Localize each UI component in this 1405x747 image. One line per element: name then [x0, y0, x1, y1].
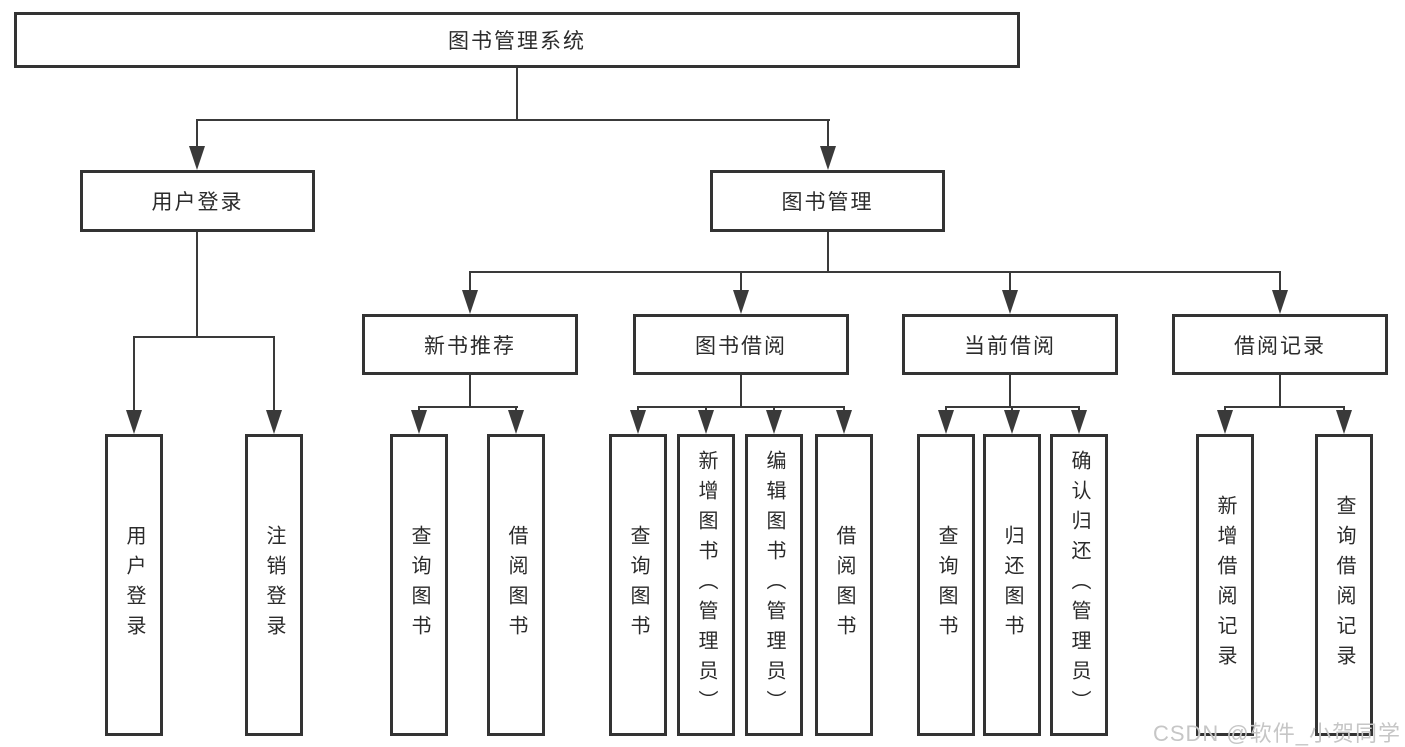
- connector-line: [637, 406, 845, 408]
- connector-line: [516, 68, 518, 121]
- leaf-query-books-recommend: 查询图书: [390, 434, 448, 736]
- arrowhead-down-icon: [462, 290, 478, 314]
- leaf-logout: 注销登录: [245, 434, 303, 736]
- connector-line: [1343, 406, 1345, 412]
- connector-line: [1279, 375, 1281, 408]
- node-current-borrowing: 当前借阅: [902, 314, 1118, 375]
- connector-line: [469, 375, 471, 408]
- connector-line: [133, 336, 275, 338]
- arrowhead-down-icon: [1071, 410, 1087, 434]
- arrowhead-down-icon: [1002, 290, 1018, 314]
- connector-line: [945, 406, 947, 412]
- node-new-book-recommend: 新书推荐: [362, 314, 578, 375]
- connector-line: [133, 336, 135, 412]
- arrowhead-down-icon: [1272, 290, 1288, 314]
- connector-line: [1009, 375, 1011, 408]
- arrowhead-down-icon: [126, 410, 142, 434]
- connector-line: [196, 119, 830, 121]
- arrowhead-down-icon: [1217, 410, 1233, 434]
- leaf-query-books-borrowing: 查询图书: [609, 434, 667, 736]
- connector-line: [1011, 406, 1013, 412]
- connector-line: [469, 271, 471, 293]
- arrowhead-down-icon: [733, 290, 749, 314]
- connector-line: [740, 271, 742, 293]
- connector-line: [196, 119, 198, 149]
- connector-line: [1224, 406, 1226, 412]
- arrowhead-down-icon: [698, 410, 714, 434]
- connector-line: [705, 406, 707, 412]
- arrowhead-down-icon: [820, 146, 836, 170]
- node-book-borrowing: 图书借阅: [633, 314, 849, 375]
- connector-line: [469, 271, 1281, 273]
- leaf-confirm-return-admin: 确认归还（管理员）: [1050, 434, 1108, 736]
- arrowhead-down-icon: [266, 410, 282, 434]
- leaf-add-borrow-record: 新增借阅记录: [1196, 434, 1254, 736]
- leaf-add-books-admin: 新增图书（管理员）: [677, 434, 735, 736]
- connector-line: [773, 406, 775, 412]
- arrowhead-down-icon: [630, 410, 646, 434]
- leaf-borrow-books: 借阅图书: [815, 434, 873, 736]
- arrowhead-down-icon: [766, 410, 782, 434]
- connector-line: [740, 375, 742, 408]
- connector-line: [827, 119, 829, 149]
- leaf-query-borrow-record: 查询借阅记录: [1315, 434, 1373, 736]
- connector-line: [827, 232, 829, 273]
- node-book-management: 图书管理: [710, 170, 945, 232]
- connector-line: [418, 406, 420, 412]
- node-user-login: 用户登录: [80, 170, 315, 232]
- arrowhead-down-icon: [1004, 410, 1020, 434]
- leaf-edit-books-admin: 编辑图书（管理员）: [745, 434, 803, 736]
- node-library-management-system: 图书管理系统: [14, 12, 1020, 68]
- connector-line: [637, 406, 639, 412]
- leaf-user-login: 用户登录: [105, 434, 163, 736]
- connector-line: [843, 406, 845, 412]
- node-borrowing-records: 借阅记录: [1172, 314, 1388, 375]
- arrowhead-down-icon: [938, 410, 954, 434]
- arrowhead-down-icon: [836, 410, 852, 434]
- connector-line: [1279, 271, 1281, 293]
- arrowhead-down-icon: [1336, 410, 1352, 434]
- arrowhead-down-icon: [508, 410, 524, 434]
- csdn-watermark: CSDN @软件_小贺同学: [1152, 721, 1401, 746]
- connector-line: [1224, 406, 1345, 408]
- leaf-borrow-books-recommend: 借阅图书: [487, 434, 545, 736]
- connector-line: [1078, 406, 1080, 412]
- leaf-query-books-current: 查询图书: [917, 434, 975, 736]
- connector-line: [515, 406, 517, 412]
- connector-line: [273, 336, 275, 412]
- connector-line: [196, 232, 198, 338]
- leaf-return-books: 归还图书: [983, 434, 1041, 736]
- arrowhead-down-icon: [189, 146, 205, 170]
- arrowhead-down-icon: [411, 410, 427, 434]
- connector-line: [1009, 271, 1011, 293]
- connector-line: [418, 406, 518, 408]
